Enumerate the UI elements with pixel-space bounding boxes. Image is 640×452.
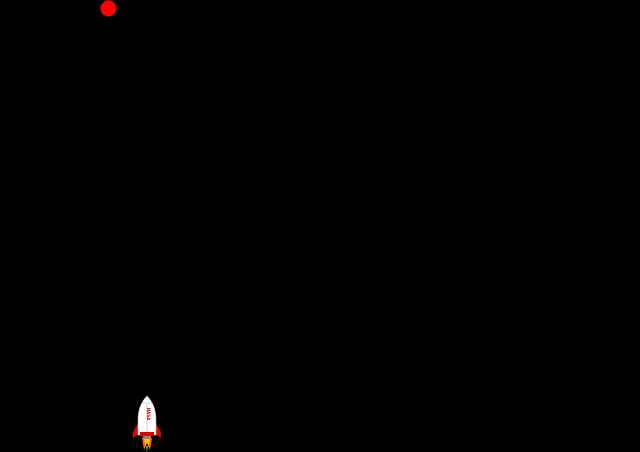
rocket-icon: NASA bbox=[133, 395, 161, 452]
red-ball bbox=[100, 0, 117, 17]
rocket-label: NASA bbox=[146, 408, 151, 421]
red-ball-icon bbox=[100, 0, 117, 17]
player-rocket: NASA bbox=[128, 394, 166, 452]
